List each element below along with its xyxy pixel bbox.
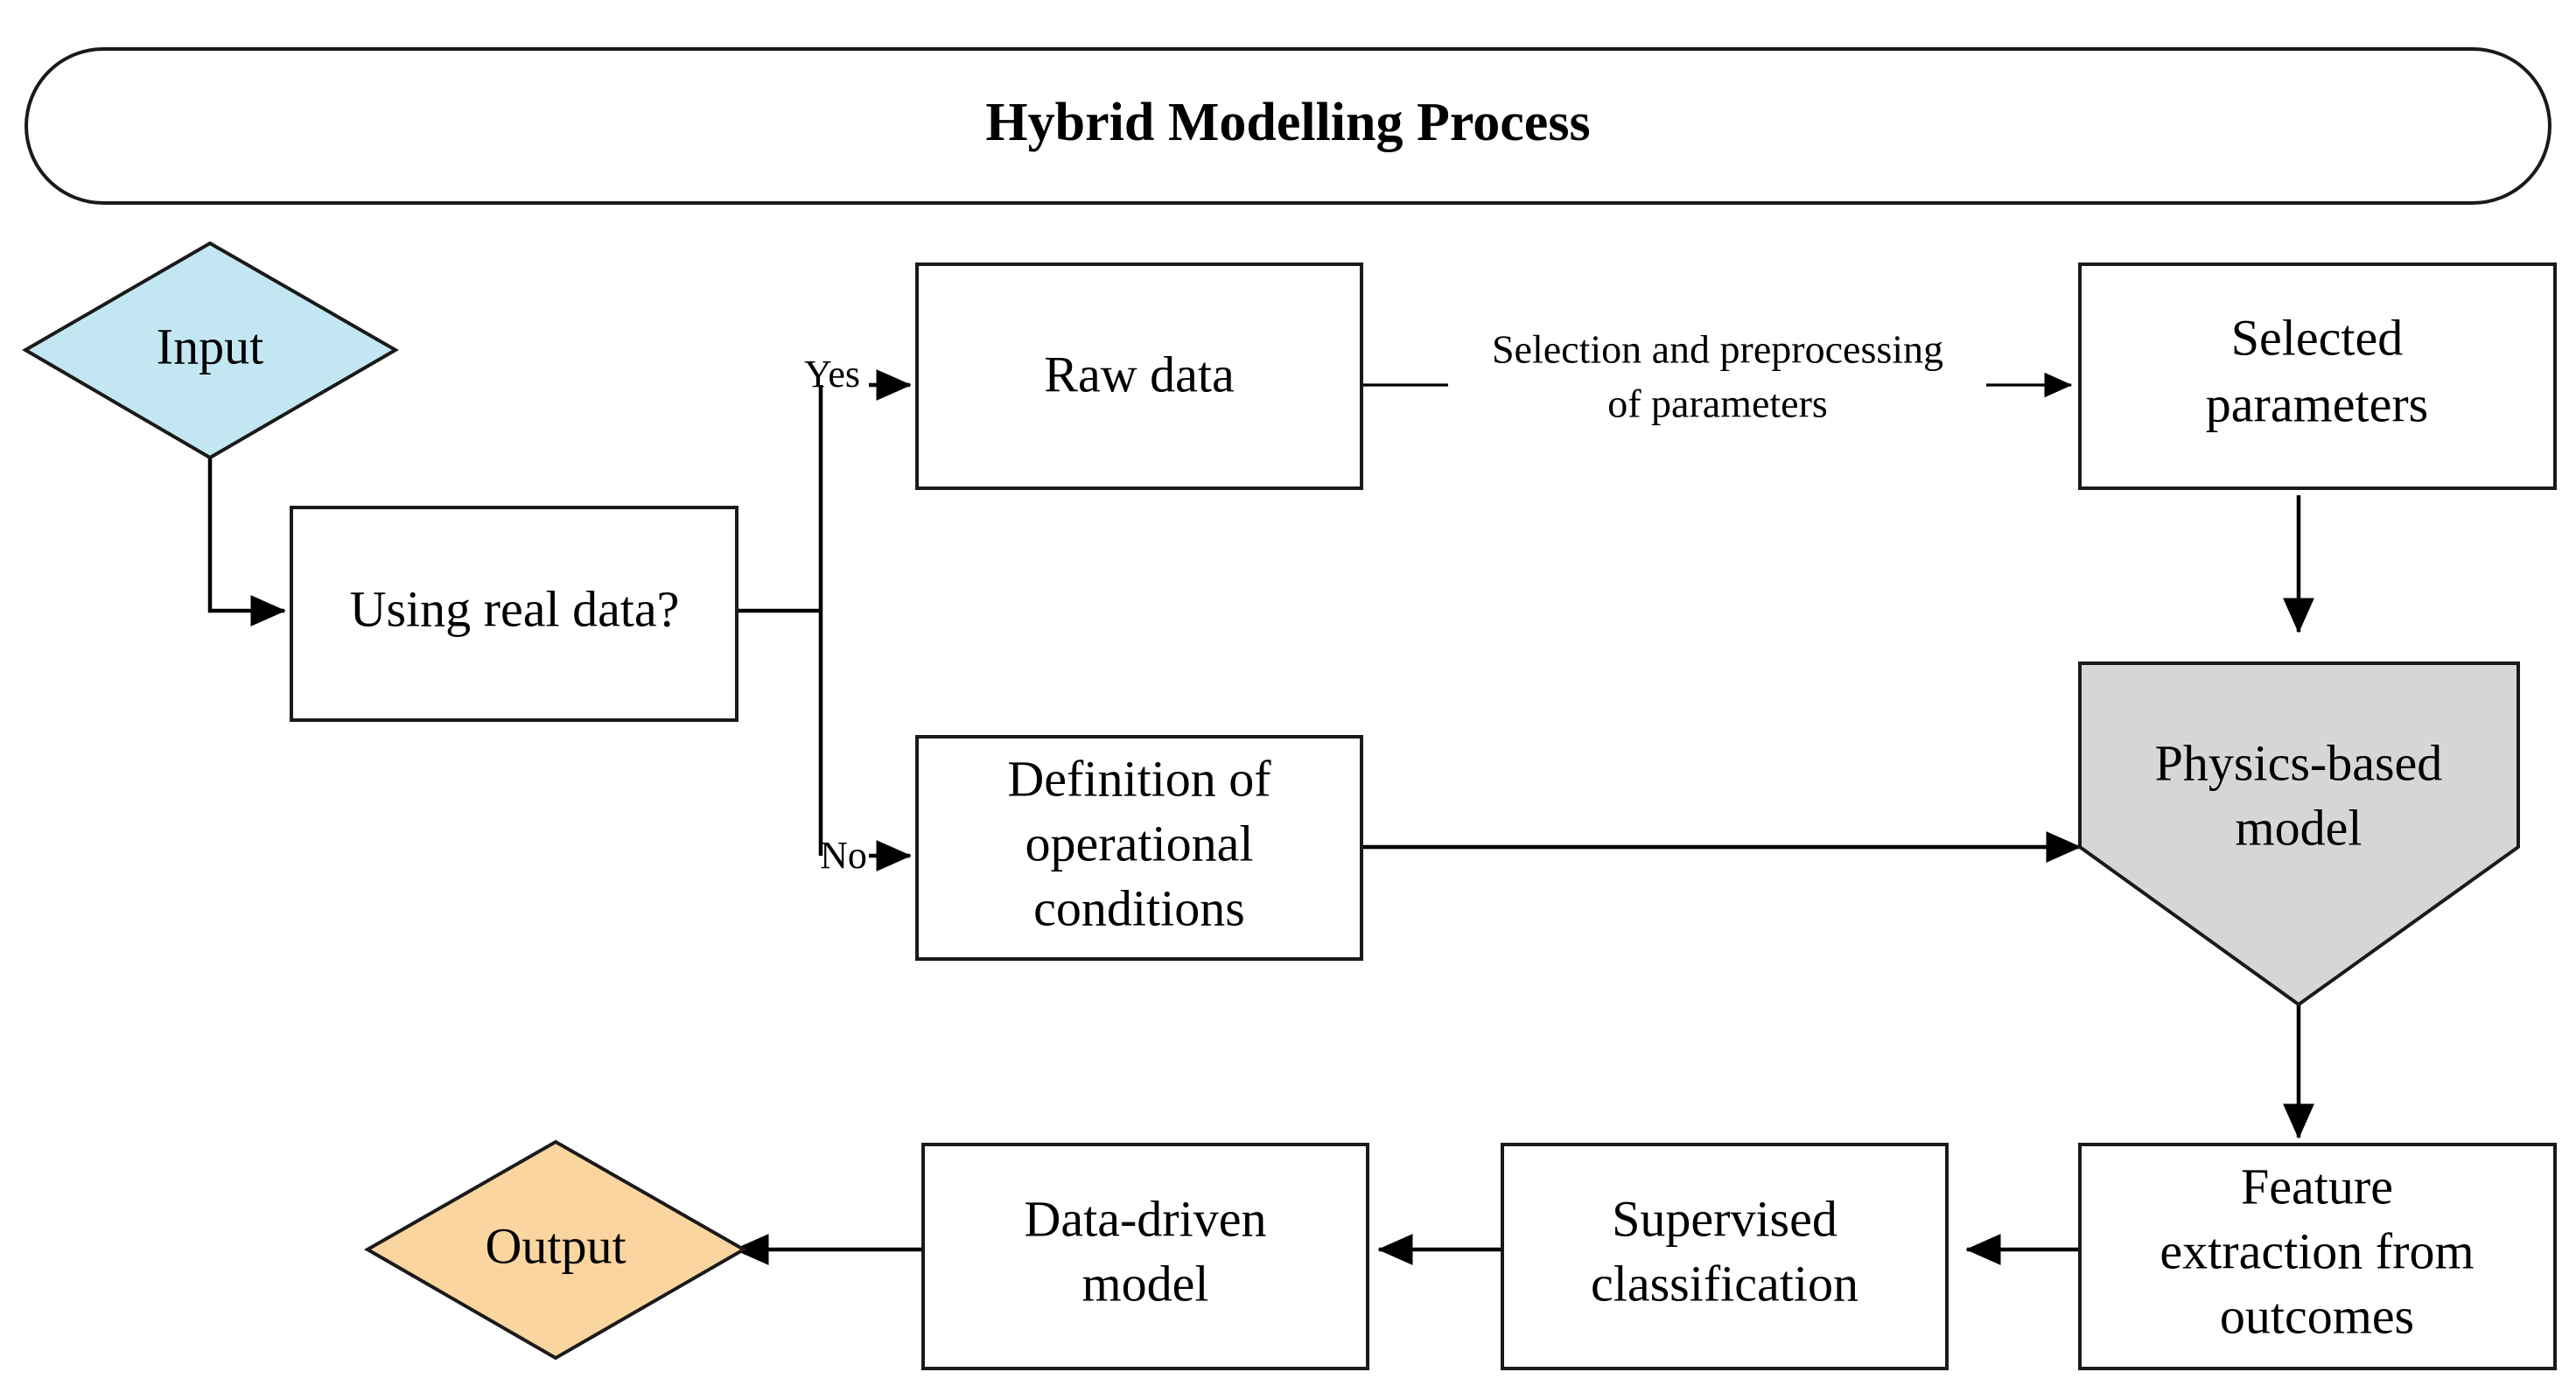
- output-label: Output: [485, 1217, 626, 1274]
- node-data-driven-model[interactable]: Data-driven model: [921, 1143, 1369, 1370]
- node-selected-parameters[interactable]: Selected parameters: [2078, 262, 2557, 490]
- physics-model-pentagon-shape[interactable]: [2078, 662, 2520, 1007]
- input-diamond-shape[interactable]: [22, 241, 399, 460]
- selected-parameters-box-shape[interactable]: [2078, 262, 2557, 490]
- operational-conditions-label-line1: Definition of: [1007, 750, 1271, 807]
- edge-label-preprocessing-line1: Selection and preprocessing: [1492, 327, 1943, 372]
- data-driven-model-label-line2: model: [1082, 1255, 1209, 1312]
- node-feature-extraction[interactable]: Feature extraction from outcomes: [2078, 1143, 2557, 1370]
- decision-box-shape[interactable]: [290, 506, 738, 722]
- physics-model-label-line1: Physics-based: [2155, 734, 2443, 791]
- supervised-classification-label-line1: Supervised: [1612, 1190, 1838, 1247]
- output-diamond-shape[interactable]: [363, 1139, 748, 1361]
- operational-conditions-label-line3: conditions: [1033, 879, 1245, 936]
- feature-extraction-label-line2: extraction from: [2160, 1222, 2474, 1279]
- data-driven-model-label-line1: Data-driven: [1025, 1190, 1267, 1247]
- node-output[interactable]: Output: [363, 1139, 748, 1361]
- operational-conditions-box-shape[interactable]: [915, 735, 1363, 961]
- node-operational-conditions[interactable]: Definition of operational conditions: [915, 735, 1363, 961]
- selected-parameters-label-line2: parameters: [2206, 375, 2428, 432]
- decision-label: Using real data?: [350, 580, 680, 637]
- feature-extraction-label-line3: outcomes: [2220, 1287, 2414, 1344]
- edge-label-preprocessing-line2: of parameters: [1607, 382, 1828, 426]
- raw-data-label: Raw data: [1044, 346, 1234, 402]
- title-banner: Hybrid Modelling Process: [24, 47, 2552, 205]
- supervised-classification-label-line2: classification: [1591, 1255, 1858, 1312]
- supervised-classification-box-shape[interactable]: [1501, 1143, 1949, 1370]
- operational-conditions-label-line2: operational: [1026, 815, 1254, 872]
- selected-parameters-label-line1: Selected: [2231, 309, 2403, 366]
- node-decision[interactable]: Using real data?: [290, 506, 738, 722]
- feature-extraction-label-line1: Feature: [2241, 1158, 2393, 1214]
- feature-extraction-box-shape[interactable]: [2078, 1143, 2557, 1370]
- node-supervised-classification[interactable]: Supervised classification: [1501, 1143, 1949, 1370]
- input-label: Input: [157, 318, 263, 374]
- node-input[interactable]: Input: [22, 241, 399, 460]
- edge-labels-layer: Yes No Selection and preprocessing of pa…: [804, 327, 1943, 878]
- branch-label-no: No: [820, 834, 867, 877]
- node-physics-model[interactable]: Physics-based model: [2078, 662, 2520, 1007]
- raw-data-box-shape[interactable]: [915, 262, 1363, 490]
- page-title: Hybrid Modelling Process: [985, 93, 1590, 152]
- edges-layer: [207, 369, 2314, 1265]
- title-banner-shape: [24, 47, 2552, 205]
- physics-model-label-line2: model: [2236, 799, 2362, 856]
- node-raw-data[interactable]: Raw data: [915, 262, 1363, 490]
- branch-label-yes: Yes: [804, 353, 860, 396]
- data-driven-model-box-shape[interactable]: [921, 1143, 1369, 1370]
- edge-input-to-decision: [207, 458, 286, 626]
